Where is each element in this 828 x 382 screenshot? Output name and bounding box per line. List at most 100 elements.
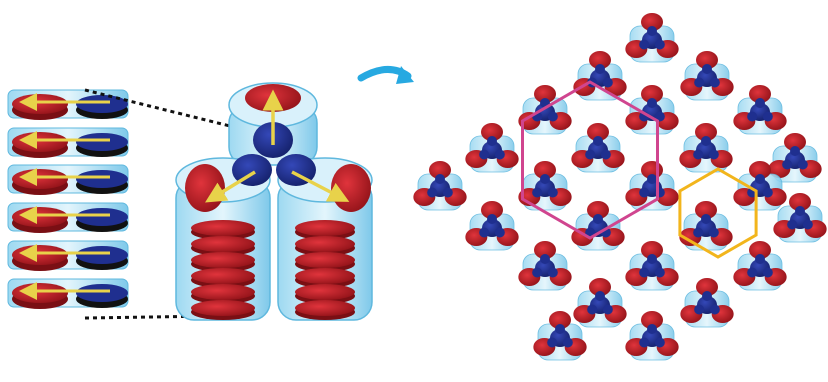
blue-node	[694, 78, 704, 88]
blue-node	[693, 150, 703, 160]
blue-node	[595, 291, 605, 301]
blue-node	[694, 305, 704, 315]
blue-node	[693, 228, 703, 238]
blue-node	[487, 136, 497, 146]
blue-node	[532, 268, 542, 278]
red-disc	[191, 284, 255, 300]
red-disc	[295, 236, 355, 252]
red-disc	[191, 268, 255, 284]
trimer-unit	[679, 123, 732, 172]
blue-node	[479, 228, 489, 238]
trimer-unit	[571, 123, 624, 172]
blue-node	[709, 228, 719, 238]
blue-node	[540, 254, 550, 264]
blue-node	[710, 78, 720, 88]
blue-disc	[76, 246, 128, 264]
blue-disc	[76, 208, 128, 226]
blue-node	[563, 338, 573, 348]
blue-node	[795, 206, 805, 216]
trimer-unit	[625, 85, 678, 134]
blue-node	[443, 188, 453, 198]
blue-node	[603, 305, 613, 315]
blue-node	[655, 40, 665, 50]
trimer-unit	[573, 278, 626, 327]
blue-node	[755, 98, 765, 108]
blue-disc	[76, 170, 128, 188]
blue-node	[639, 268, 649, 278]
trimer-unit	[733, 85, 786, 134]
blue-node	[702, 64, 712, 74]
blue-node	[587, 305, 597, 315]
blue-node	[435, 174, 445, 184]
blue-node	[547, 338, 557, 348]
stack-layer	[8, 90, 128, 120]
blue-node	[540, 174, 550, 184]
stack-layer	[8, 279, 128, 309]
blue-node	[593, 214, 603, 224]
blue-node	[655, 338, 665, 348]
blue-node	[755, 254, 765, 264]
blue-node	[647, 324, 657, 334]
blue-node	[755, 174, 765, 184]
stack-layer	[8, 241, 128, 271]
blue-node	[555, 324, 565, 334]
blue-node	[803, 220, 813, 230]
transition-arrow-icon	[361, 66, 414, 84]
blue-node	[603, 78, 613, 88]
trimer-unit	[465, 123, 518, 172]
blue-node	[747, 112, 757, 122]
trimer-unit	[465, 201, 518, 250]
blue-node	[702, 291, 712, 301]
trimer-unit	[573, 51, 626, 100]
blue-node	[548, 112, 558, 122]
blue-node	[487, 214, 497, 224]
blue-node	[427, 188, 437, 198]
blue-node	[782, 160, 792, 170]
blue-node	[647, 98, 657, 108]
blue-node	[701, 214, 711, 224]
blue-node	[639, 188, 649, 198]
blue-node	[798, 160, 808, 170]
blue-node	[790, 146, 800, 156]
red-disc	[295, 252, 355, 268]
blue-node	[709, 150, 719, 160]
red-disc	[191, 236, 255, 252]
single-column-stack	[8, 90, 128, 309]
trimer-unit	[518, 241, 571, 290]
blue-node	[639, 40, 649, 50]
red-disc	[12, 283, 68, 303]
blue-node	[747, 268, 757, 278]
trimer-unit	[679, 201, 732, 250]
trimer-unit	[571, 201, 624, 250]
red-disc	[185, 164, 225, 212]
red-disc	[295, 300, 355, 316]
blue-node	[639, 338, 649, 348]
blue-node	[763, 112, 773, 122]
blue-node	[593, 136, 603, 146]
blue-node	[655, 268, 665, 278]
blue-disc	[76, 95, 128, 113]
blue-node	[479, 150, 489, 160]
trimer-unit	[625, 241, 678, 290]
red-disc	[12, 94, 68, 114]
blue-node	[595, 64, 605, 74]
blue-node	[548, 268, 558, 278]
blue-node	[710, 305, 720, 315]
blue-node	[763, 268, 773, 278]
blue-node	[647, 174, 657, 184]
trimer-unit	[625, 13, 678, 62]
red-disc	[295, 284, 355, 300]
red-disc	[12, 207, 68, 227]
stack-layer	[8, 128, 128, 158]
stack-layer	[8, 165, 128, 195]
trimer-unit	[625, 311, 678, 360]
blue-node	[585, 150, 595, 160]
red-disc	[191, 300, 255, 316]
blue-node	[548, 188, 558, 198]
red-disc	[12, 132, 68, 152]
red-disc	[295, 268, 355, 284]
stack-layer	[8, 203, 128, 233]
red-disc	[191, 220, 255, 236]
blue-node	[763, 188, 773, 198]
